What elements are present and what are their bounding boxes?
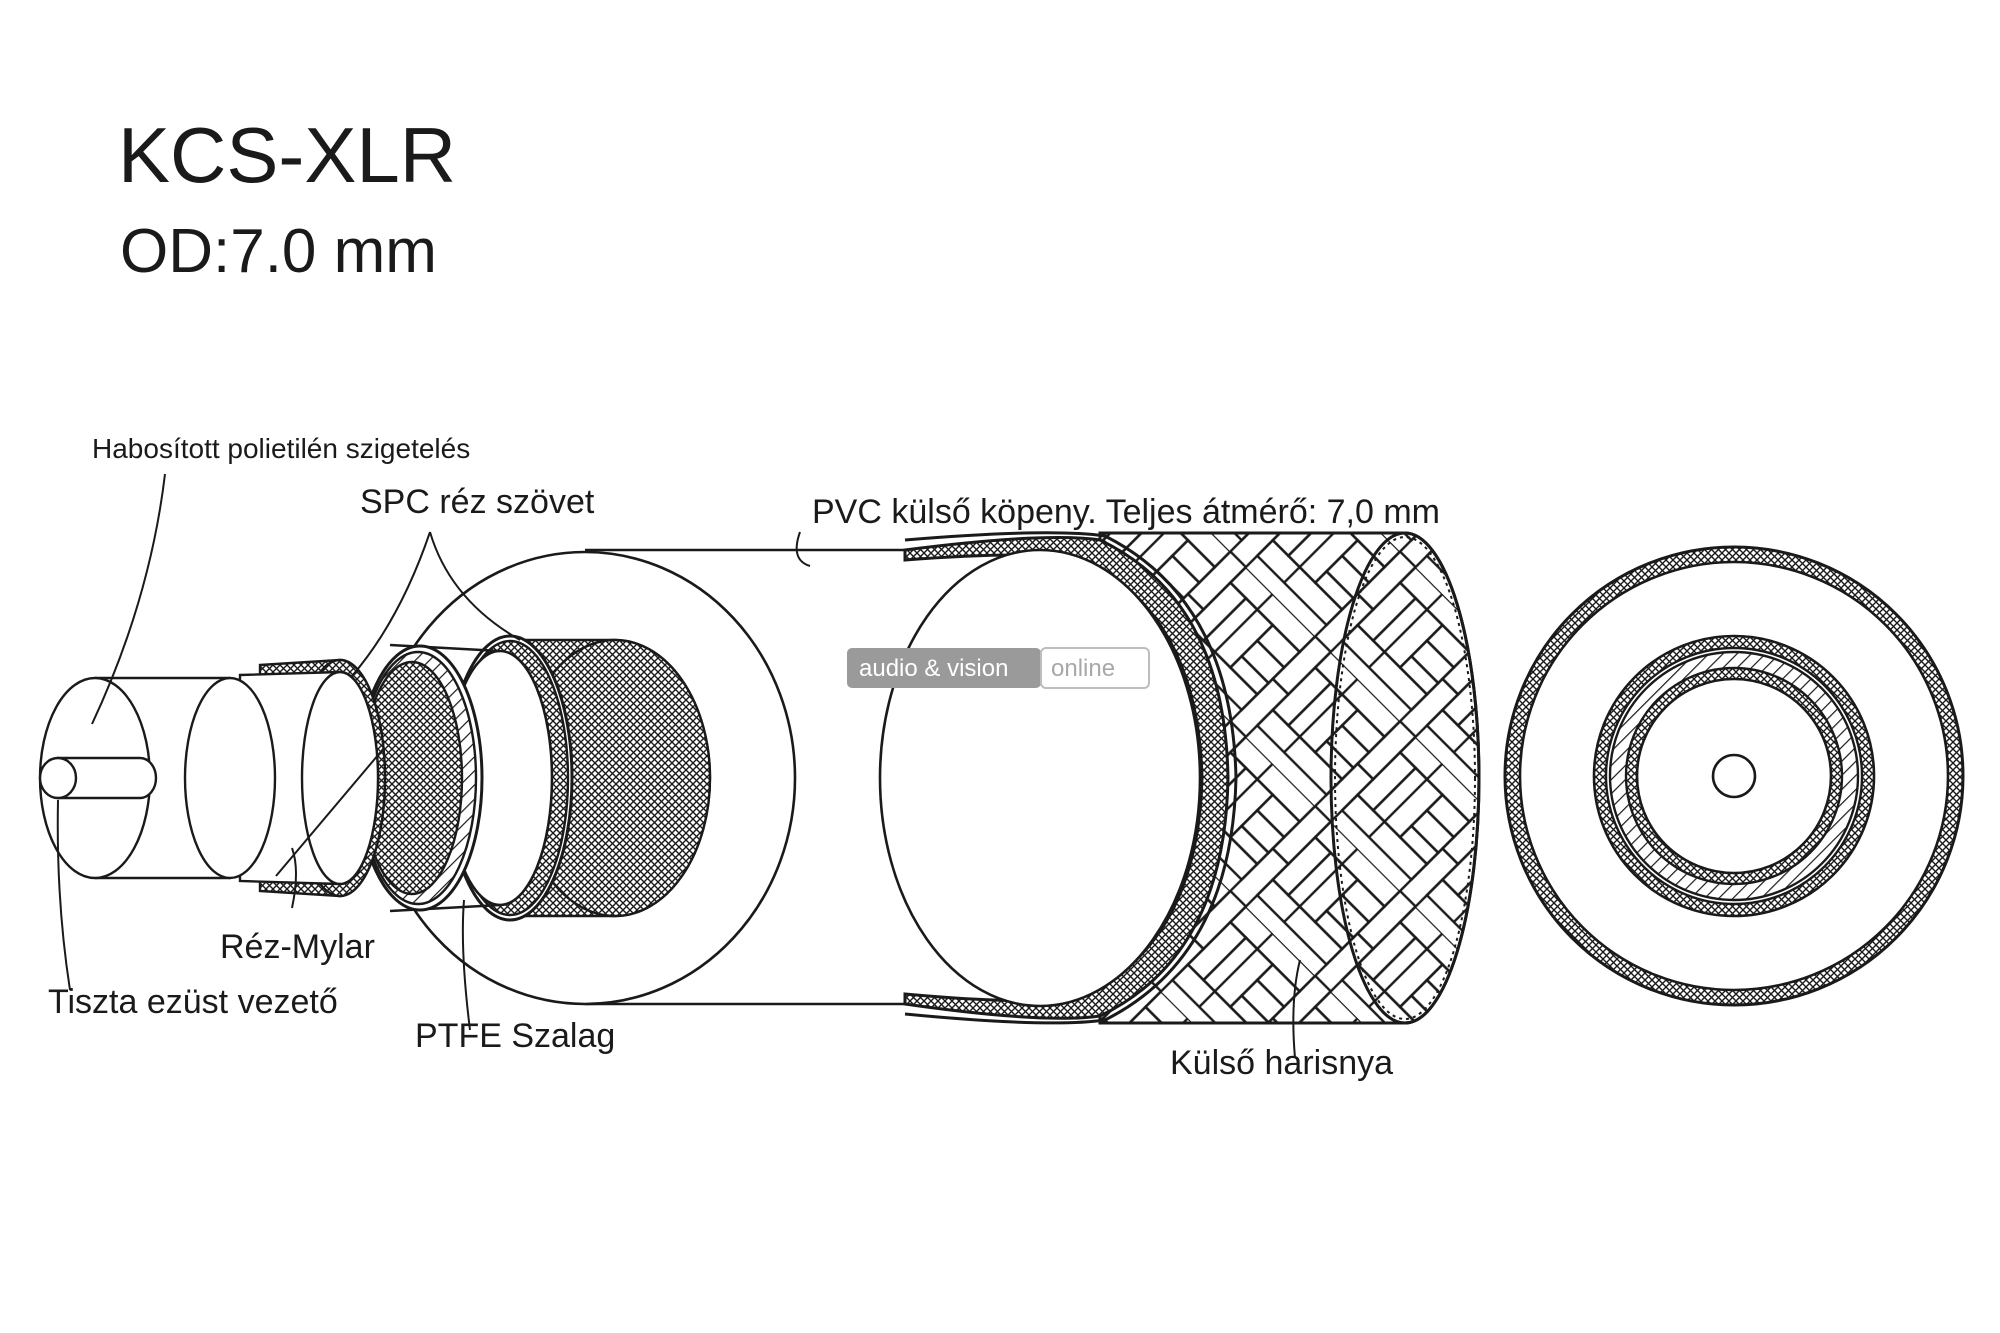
watermark-logo: audio & vision online	[847, 647, 1150, 689]
label-spc-braid: SPC réz szövet	[360, 483, 595, 521]
label-foam-insulation: Habosított polietilén szigetelés	[92, 433, 470, 464]
inner-shield-layer	[238, 658, 387, 898]
watermark-right-text: online	[1051, 655, 1115, 682]
diagram-title: KCS-XLR	[118, 111, 456, 199]
label-pvc-jacket: PVC külső köpeny. Teljes átmérő: 7,0 mm	[812, 493, 1440, 531]
label-copper-mylar: Réz-Mylar	[220, 928, 375, 966]
label-silver-conductor: Tiszta ezüst vezető	[48, 983, 338, 1021]
watermark-left-text: audio & vision	[859, 655, 1008, 682]
diagram-subtitle: OD:7.0 mm	[120, 217, 437, 286]
label-outer-braid: Külső harisnya	[1170, 1044, 1393, 1082]
cross-section	[1503, 545, 1965, 1007]
silver-conductor	[38, 756, 158, 800]
label-ptfe-tape: PTFE Szalag	[415, 1017, 615, 1055]
leader-lines	[56, 473, 1301, 1059]
